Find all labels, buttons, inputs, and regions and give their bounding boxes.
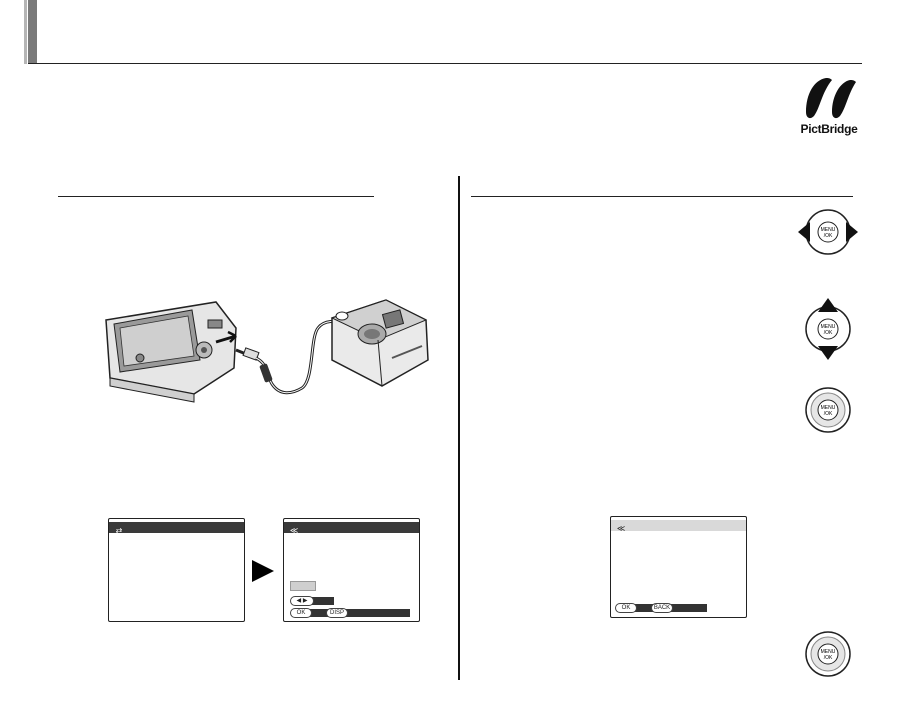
pictbridge-logo [806, 78, 856, 119]
pictbridge-icon: ≪ [289, 526, 299, 535]
frame-counter-box [290, 581, 316, 591]
disp-pill: DISP [326, 608, 348, 618]
print-screen: ≪ OK BACK [610, 516, 747, 618]
dpad-center-label-2: /OK [824, 411, 833, 417]
camera-icon [105, 301, 237, 403]
pictbridge-screen-titlebar: ≪ [284, 522, 419, 535]
dpad-center-label: MENU [821, 324, 836, 330]
usb-cable-icon [215, 319, 347, 395]
dpad-left-right-icon: MENU /OK [798, 209, 858, 255]
dpad-center-label: MENU [821, 649, 836, 655]
header-accent-light [24, 0, 27, 64]
dpad-center-label-2: /OK [824, 330, 833, 336]
back-pill: BACK [651, 603, 673, 613]
pictbridge-icon: ≪ [616, 524, 626, 533]
usb-screen: ⇄ [108, 518, 245, 622]
camera-printer-illustration [105, 299, 429, 403]
dpad-center-label: MENU [821, 405, 836, 411]
ok-pill: OK [615, 603, 637, 613]
lr-pill: ◀ ▶ [290, 596, 314, 606]
dpad-center-icon: MENU /OK [805, 387, 851, 433]
pictbridge-logo-text: PictBridge [800, 122, 858, 136]
printer-icon [330, 299, 429, 387]
dpad-center-icon: MENU /OK [805, 631, 851, 677]
right-arrow-icon [252, 560, 274, 582]
left-section-rule [58, 196, 374, 197]
dpad-up-down-icon: MENU /OK [805, 298, 851, 360]
dpad-center-label-2: /OK [824, 233, 833, 239]
print-screen-titlebar: ≪ [611, 520, 746, 533]
lr-strip [310, 597, 334, 605]
ok-disp-strip [310, 609, 410, 617]
dpad-center-label: MENU [821, 227, 836, 233]
right-section-rule [471, 196, 853, 197]
ok-pill: OK [290, 608, 312, 618]
pictbridge-screen: ≪ ◀ ▶ OK DISP [283, 518, 420, 622]
column-divider [458, 176, 460, 680]
dpad-center-label-2: /OK [824, 655, 833, 661]
usb-screen-titlebar: ⇄ [109, 522, 244, 535]
usb-icon: ⇄ [115, 526, 123, 535]
header-accent-bar [28, 0, 37, 64]
header-rule [28, 63, 862, 64]
